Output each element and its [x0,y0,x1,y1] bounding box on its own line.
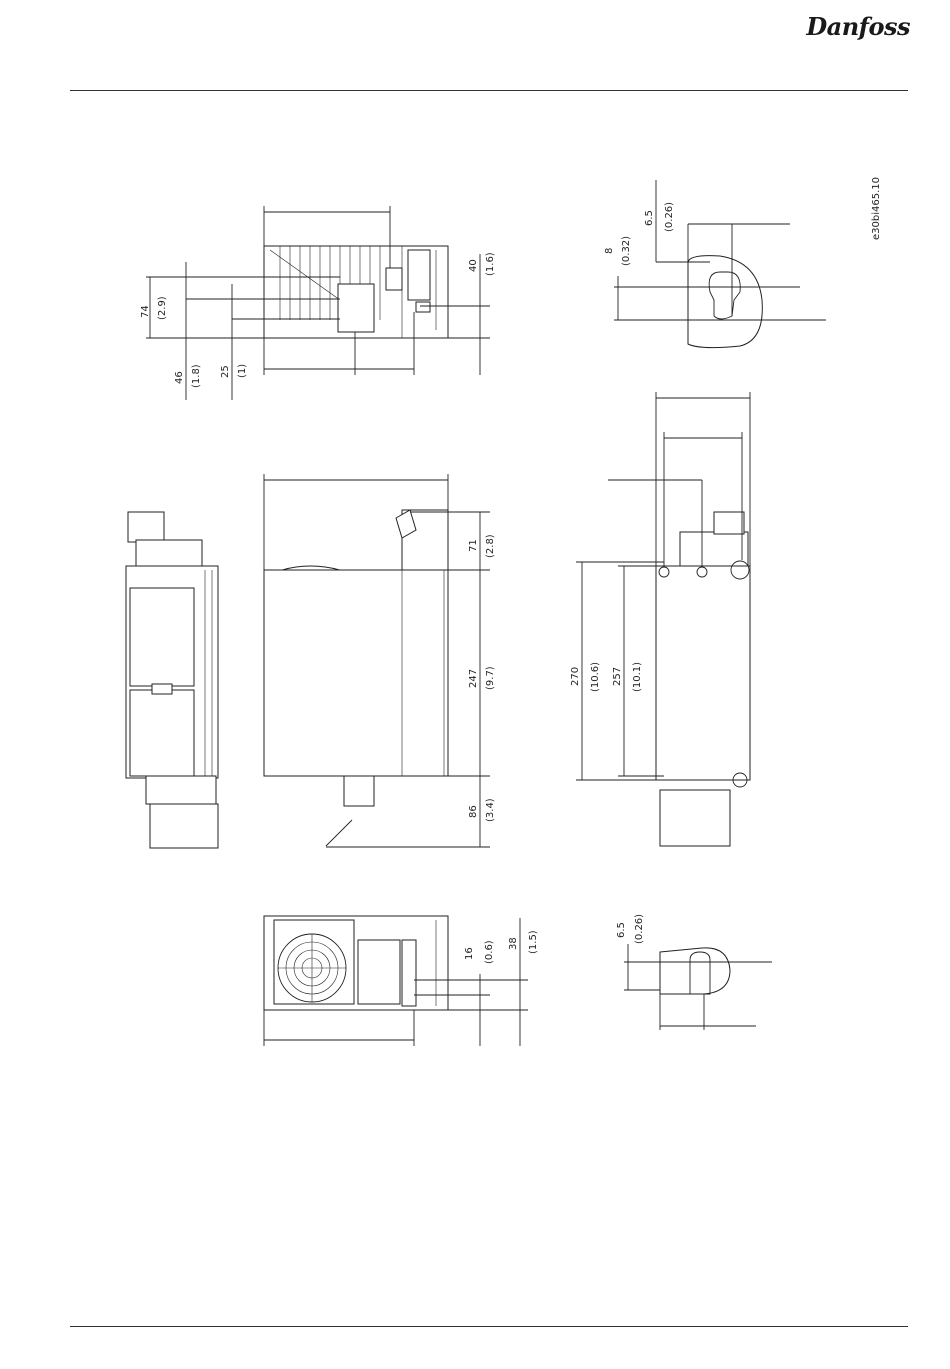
top-view-connector [386,268,402,290]
bottom-fan-frame [274,920,354,1004]
front-terminals [146,776,216,804]
back-housing [656,566,750,780]
side-dim-86: 86 [468,805,479,818]
drawing-id: e30bi465.10 [871,177,882,240]
side-top-curve [282,566,340,570]
dim-46-inch: (1.8) [191,364,202,388]
front-display [130,588,194,686]
bottom-terminal [402,940,416,1006]
slot-plate [660,948,730,994]
top-view-terminal-block [338,284,374,332]
dim-74: 74 [140,305,151,318]
bottom-dim-16-inch: (0.6) [484,940,495,964]
dim-74-inch: (2.9) [157,296,168,320]
top-view-plug [416,302,430,312]
side-dim-247-inch: (9.7) [485,666,496,690]
bottom-dim-38: 38 [508,937,519,950]
side-dim-247: 247 [468,669,479,688]
slot-detail: 6.5 (0.26) [616,914,772,1030]
slot-dim-6-5: 6.5 [616,922,627,938]
bottom-view: 16 (0.6) 38 (1.5) [264,916,539,1046]
top-view-side-connector [408,250,430,300]
bottom-cover [358,940,400,1004]
front-top-connector [128,512,164,542]
side-housing [264,570,448,776]
front-latch [152,684,172,694]
back-bottom-plate [660,790,730,846]
side-dim-86-inch: (3.4) [485,798,496,822]
back-dim-270-inch: (10.6) [590,662,601,692]
bottom-dim-16: 16 [464,947,475,960]
back-view: 270 (10.6) 257 (10.1) [570,392,750,846]
back-dim-257: 257 [612,667,623,686]
top-view: 74 (2.9) 46 (1.8) 25 (1) 40 (1.6) [140,206,496,400]
dim-25: 25 [220,365,231,378]
dim-25-inch: (1) [237,364,248,378]
dim-46: 46 [174,371,185,384]
front-lower-panel [130,690,194,776]
side-dim-71: 71 [468,539,479,552]
dim-40-inch: (1.6) [485,252,496,276]
keyhole-dim-8: 8 [604,248,615,254]
keyhole-dim-6-5: 6.5 [644,210,655,226]
side-bottom-terminal [344,776,374,806]
dim-40: 40 [468,259,479,272]
side-view: 71 (2.8) 247 (9.7) 86 (3.4) [264,474,496,847]
front-top-block [136,540,202,568]
slot-dim-6-5-inch: (0.26) [634,914,645,944]
bottom-dim-38-inch: (1.5) [528,930,539,954]
front-view [126,512,218,848]
keyhole-dim-8-inch: (0.32) [621,236,632,266]
back-dim-270: 270 [570,667,581,686]
back-top-connector [714,512,744,534]
back-dim-257-inch: (10.1) [632,662,643,692]
keyhole-plate [688,256,762,348]
keyhole-dim-6-5-inch: (0.26) [664,202,675,232]
front-bottom-plate [150,804,218,848]
keyhole-detail: 8 (0.32) 6.5 (0.26) [604,180,826,348]
side-dim-71-inch: (2.8) [485,534,496,558]
